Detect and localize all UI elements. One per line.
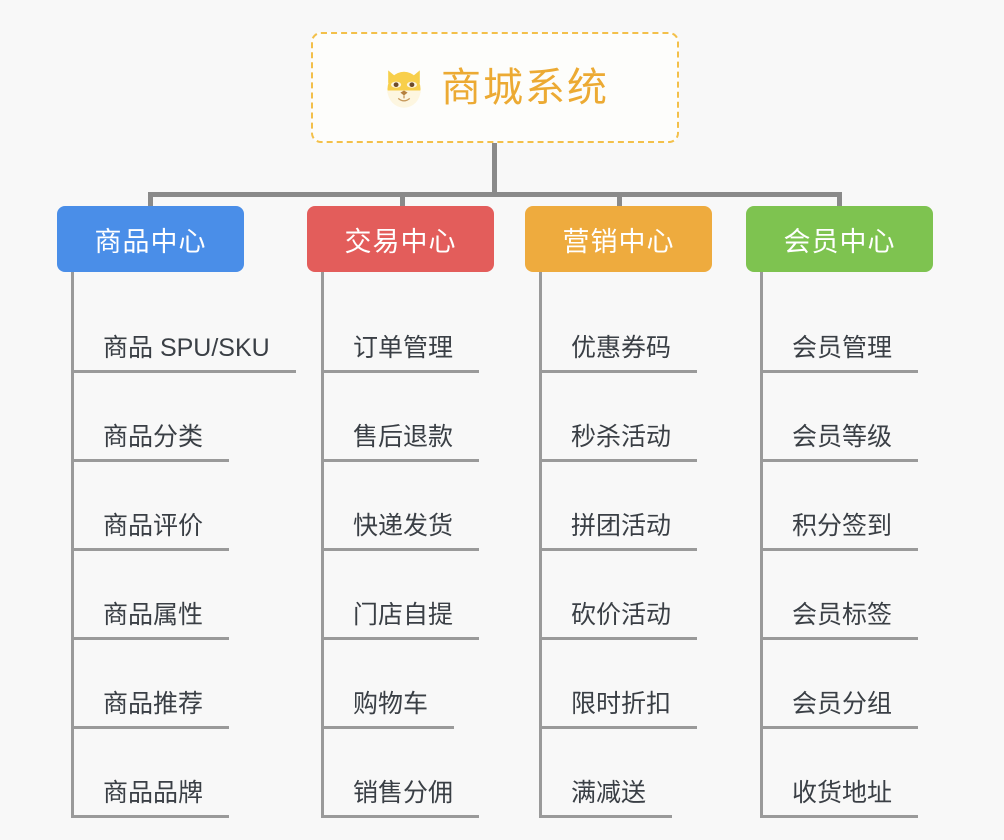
leaf-item[interactable]: 商品评价 <box>71 462 296 551</box>
leaf-label: 商品品牌 <box>71 781 230 818</box>
leaf-item[interactable]: 限时折扣 <box>539 640 712 729</box>
leaf-list-jiaoyi: 订单管理 售后退款 快递发货 门店自提 购物车 销售分佣 <box>321 272 494 818</box>
leaf-item[interactable]: 购物车 <box>321 640 494 729</box>
leaf-label: 商品 SPU/SKU <box>71 336 296 373</box>
root-node[interactable]: 商城系统 <box>311 32 679 143</box>
branch-column-yingxiao: 营销中心 优惠券码 秒杀活动 拼团活动 砍价活动 限时折扣 满减送 <box>525 206 712 818</box>
leaf-label: 销售分佣 <box>321 781 480 818</box>
branch-column-shangpin: 商品中心 商品 SPU/SKU 商品分类 商品评价 商品属性 商品推荐 商品品牌 <box>57 206 296 818</box>
leaf-label: 砍价活动 <box>539 603 698 640</box>
leaf-label: 满减送 <box>539 781 673 818</box>
leaf-label: 会员管理 <box>760 336 919 373</box>
leaf-list-shangpin: 商品 SPU/SKU 商品分类 商品评价 商品属性 商品推荐 商品品牌 <box>71 272 296 818</box>
branch-header-jiaoyi[interactable]: 交易中心 <box>307 206 494 272</box>
leaf-item[interactable]: 售后退款 <box>321 373 494 462</box>
leaf-item[interactable]: 会员标签 <box>760 551 933 640</box>
branch-header-shangpin[interactable]: 商品中心 <box>57 206 244 272</box>
leaf-item[interactable]: 秒杀活动 <box>539 373 712 462</box>
leaf-list-yingxiao: 优惠券码 秒杀活动 拼团活动 砍价活动 限时折扣 满减送 <box>539 272 712 818</box>
leaf-item[interactable]: 砍价活动 <box>539 551 712 640</box>
leaf-spine <box>71 272 74 818</box>
connector-drop-1 <box>148 192 153 210</box>
connector-horizontal-bus <box>148 192 842 197</box>
leaf-item[interactable]: 销售分佣 <box>321 729 494 818</box>
leaf-item[interactable]: 门店自提 <box>321 551 494 640</box>
branch-header-huiyuan[interactable]: 会员中心 <box>746 206 933 272</box>
leaf-label: 会员分组 <box>760 692 919 729</box>
leaf-label: 售后退款 <box>321 425 480 462</box>
leaf-label: 商品推荐 <box>71 692 230 729</box>
leaf-spine <box>760 272 763 818</box>
branch-column-jiaoyi: 交易中心 订单管理 售后退款 快递发货 门店自提 购物车 销售分佣 <box>307 206 494 818</box>
root-title: 商城系统 <box>441 65 609 110</box>
leaf-label: 购物车 <box>321 692 455 729</box>
leaf-spine <box>321 272 324 818</box>
branch-header-yingxiao[interactable]: 营销中心 <box>525 206 712 272</box>
connector-root-vertical <box>492 143 497 195</box>
leaf-item[interactable]: 会员分组 <box>760 640 933 729</box>
leaf-label: 会员标签 <box>760 603 919 640</box>
leaf-label: 会员等级 <box>760 425 919 462</box>
leaf-item[interactable]: 拼团活动 <box>539 462 712 551</box>
leaf-item[interactable]: 商品 SPU/SKU <box>71 284 296 373</box>
leaf-list-huiyuan: 会员管理 会员等级 积分签到 会员标签 会员分组 收货地址 <box>760 272 933 818</box>
leaf-item[interactable]: 会员等级 <box>760 373 933 462</box>
leaf-label: 门店自提 <box>321 603 480 640</box>
leaf-label: 秒杀活动 <box>539 425 698 462</box>
leaf-item[interactable]: 优惠券码 <box>539 284 712 373</box>
leaf-label: 商品分类 <box>71 425 230 462</box>
connector-drop-2 <box>400 192 405 210</box>
leaf-item[interactable]: 商品分类 <box>71 373 296 462</box>
leaf-item[interactable]: 商品推荐 <box>71 640 296 729</box>
leaf-label: 订单管理 <box>321 336 480 373</box>
connector-drop-4 <box>837 192 842 210</box>
shiba-dog-face-icon <box>387 69 421 108</box>
leaf-item[interactable]: 积分签到 <box>760 462 933 551</box>
leaf-item[interactable]: 会员管理 <box>760 284 933 373</box>
leaf-label: 拼团活动 <box>539 514 698 551</box>
leaf-label: 商品评价 <box>71 514 230 551</box>
leaf-label: 收货地址 <box>760 781 919 818</box>
leaf-item[interactable]: 满减送 <box>539 729 712 818</box>
leaf-label: 积分签到 <box>760 514 919 551</box>
leaf-label: 限时折扣 <box>539 692 698 729</box>
leaf-item[interactable]: 商品品牌 <box>71 729 296 818</box>
leaf-item[interactable]: 收货地址 <box>760 729 933 818</box>
leaf-label: 优惠券码 <box>539 336 698 373</box>
leaf-label: 商品属性 <box>71 603 230 640</box>
leaf-item[interactable]: 快递发货 <box>321 462 494 551</box>
leaf-item[interactable]: 订单管理 <box>321 284 494 373</box>
leaf-item[interactable]: 商品属性 <box>71 551 296 640</box>
branch-column-huiyuan: 会员中心 会员管理 会员等级 积分签到 会员标签 会员分组 收货地址 <box>746 206 933 818</box>
leaf-label: 快递发货 <box>321 514 480 551</box>
leaf-spine <box>539 272 542 818</box>
connector-drop-3 <box>617 192 622 210</box>
